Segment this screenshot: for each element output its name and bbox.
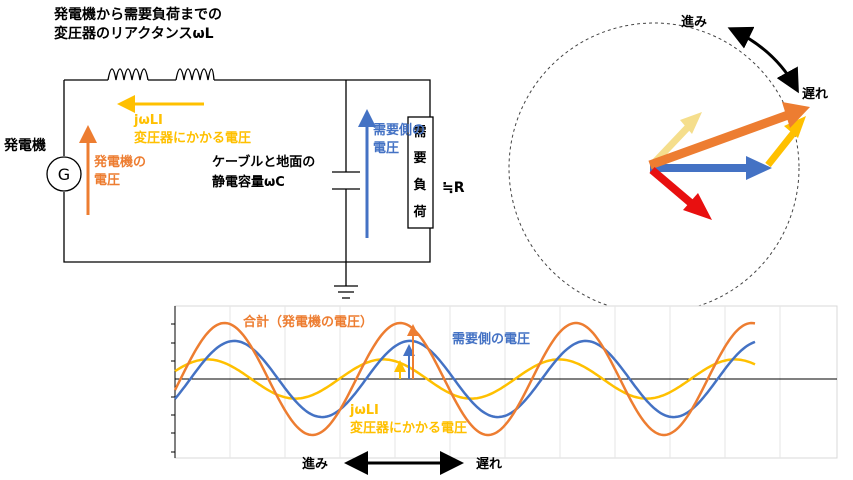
load-char-1: 需 [413,125,426,140]
load-box [407,116,434,229]
phasor-vector-yellow [765,116,806,168]
transformer-voltage-label: 変圧器にかかる電圧 [134,130,251,146]
chart-transformer-label: 変圧器にかかる電圧 [350,420,467,436]
waveform-chart: 合計（発電機の電圧） 需要側の電圧 jωLI 変圧器にかかる電圧 進み 遅れ [171,305,838,475]
chart-lag-label: 遅れ [476,457,502,472]
chart-demand-label: 需要側の電圧 [452,331,530,347]
chart-y-ticks [171,323,175,453]
load-char-4: 荷 [412,204,426,220]
circuit-title-line2: 変圧器のリアクタンスωL [54,25,214,42]
chart-total-label: 合計（発電機の電圧） [243,314,373,330]
phasor-vector-orange [648,102,810,170]
demand-voltage-line1: 需要側の [373,122,425,138]
series-total-line [173,321,756,437]
ground-icon [334,285,358,299]
load-char-3: 負 [413,177,426,193]
jwli-label: jωLI [133,113,163,128]
lead-lag-arc-arrow [727,26,799,94]
chart-lead-label: 進み [302,456,328,472]
inductor-icon [107,68,215,81]
left-bottom-wire [63,80,431,263]
top-wire [64,79,431,117]
series-demand-line [174,339,756,419]
circuit-diagram: 発電機から需要負荷までの 変圧器のリアクタンスωL G 発電機 需 要 負 荷 … [3,6,465,299]
load-char-2: 要 [413,151,426,166]
r-label: ≒R [442,180,465,196]
cable-line2: 静電容量ωC [212,174,285,190]
gen-voltage-line2: 電圧 [94,173,120,188]
generator-label: 発電機 [3,137,46,154]
chart-jwli-label: jωLI [349,403,379,418]
series-jwli-line [174,358,756,400]
gen-voltage-line1: 発電機の [93,154,146,170]
generator-symbol: G [58,165,70,184]
phasor-vector-red [649,166,712,220]
phasor-vector-blue [650,156,772,180]
phasor-diagram: 進み 遅れ [508,14,828,314]
demand-voltage-line2: 電圧 [373,141,399,156]
phasor-lead-label: 進み [681,14,707,30]
generator-icon [46,156,82,192]
capacitor-icon [332,80,360,286]
circuit-title-line1: 発電機から需要負荷までの [53,6,222,23]
phasor-circle [508,22,800,314]
phasor-lag-label: 遅れ [802,87,828,102]
cable-line1: ケーブルと地面の [212,154,315,170]
